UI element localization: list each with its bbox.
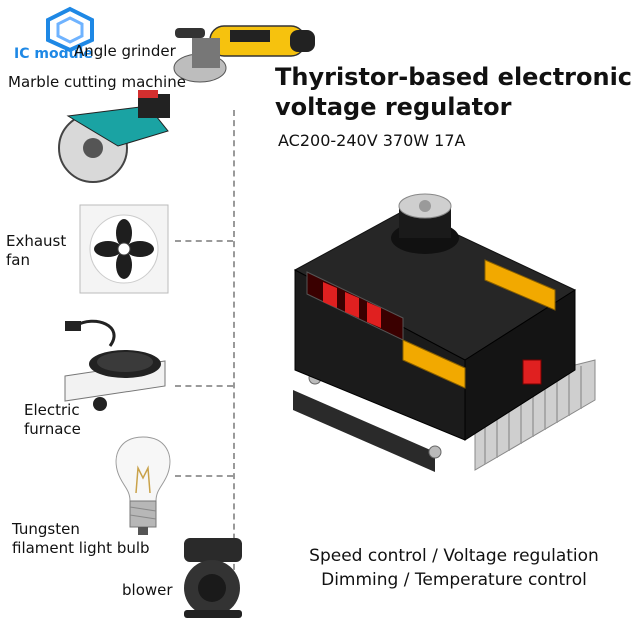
- app-label-angle-grinder: Angle grinder: [74, 42, 176, 60]
- hot-plate-icon: [64, 319, 166, 411]
- app-label-exhaust-fan: Exhaust fan: [6, 232, 67, 269]
- angle-grinder-icon: [173, 25, 315, 83]
- connector-dash: [175, 475, 233, 477]
- app-label-electric-furnace: Electric furnace: [24, 401, 81, 438]
- brand-logo: IC module: [14, 6, 124, 66]
- product-title-line2: voltage regulator: [275, 93, 512, 121]
- features-line2: Dimming / Temperature control: [321, 570, 587, 590]
- product-title: Thyristor-based electronic voltage regul…: [275, 62, 632, 122]
- app-label-light-bulb: Tungsten filament light bulb: [12, 520, 150, 557]
- connector-line: [233, 110, 235, 580]
- light-bulb-icon: [115, 436, 171, 535]
- exhaust-fan-icon: [79, 204, 169, 294]
- features-text: Speed control / Voltage regulation Dimmi…: [281, 544, 627, 592]
- hexagon-logo-icon: [46, 6, 94, 52]
- blower-icon: [184, 538, 242, 618]
- logo-text: IC module: [14, 46, 93, 62]
- led-display: [323, 282, 381, 328]
- circular-saw-icon: [58, 90, 170, 183]
- features-line1: Speed control / Voltage regulation: [309, 546, 599, 566]
- connector-dash: [175, 385, 233, 387]
- voltage-regulator-device: [293, 193, 596, 472]
- product-spec: AC200-240V 370W 17A: [278, 131, 466, 150]
- product-title-line1: Thyristor-based electronic: [275, 63, 633, 91]
- app-label-blower: blower: [122, 581, 173, 599]
- connector-dash: [175, 240, 233, 242]
- app-label-marble-cutting: Marble cutting machine: [8, 73, 186, 91]
